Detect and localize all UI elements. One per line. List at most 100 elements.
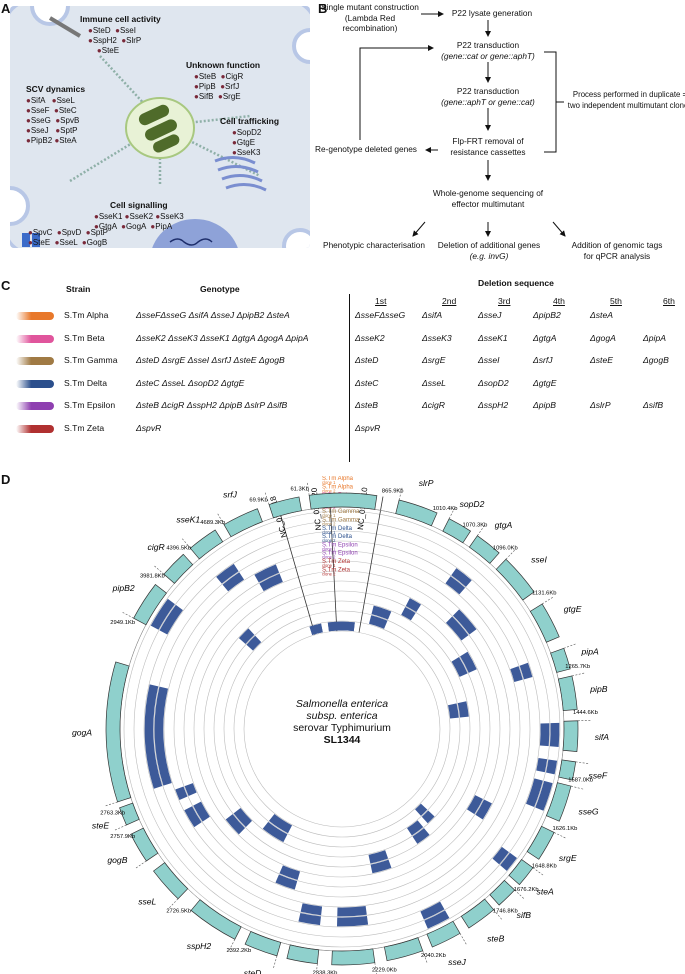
gene-tick <box>505 548 516 560</box>
deletion-block <box>233 807 253 828</box>
track-legend-clone: clone 2 <box>322 522 336 527</box>
track-legend-name: S.Tm Delta <box>322 534 353 540</box>
group-title-unknown: Unknown function <box>186 60 261 70</box>
track-ring <box>243 630 441 828</box>
step-lysate: P22 lysate generation <box>451 8 533 18</box>
gene-position-label: 4689.3Kb <box>200 520 225 526</box>
gene-position-label: 1096.0Kb <box>493 546 518 552</box>
contig-separator <box>329 493 338 632</box>
deletion-block <box>238 628 255 644</box>
gene-segment <box>460 898 495 929</box>
group-immune-items: ●SteD ●SseI ●SspH2 ●SlrP ●SteE <box>88 26 142 55</box>
deletion-block <box>275 874 298 890</box>
gene-segment <box>550 647 571 673</box>
group-unknown-items: ●SteB ●CigR ●PipB ●SrfJ ●SifB ●SrgE <box>194 72 244 101</box>
deletion-step: ΔsseK3 <box>422 332 452 343</box>
gene-tick <box>168 898 179 910</box>
gene-position-label: 2949.1Kb <box>110 620 135 626</box>
gene-label: sspH2 <box>187 941 212 951</box>
deletion-block <box>175 786 188 801</box>
gene-segment <box>189 529 224 560</box>
gene-tick <box>532 867 545 877</box>
group-scv-items: ●SifA ●SseL ●SseF ●SteC ●SseG ●SpvB ●Sse… <box>26 96 80 145</box>
track-legend-name: S.Tm Alpha <box>322 476 354 482</box>
strain-icon <box>16 424 54 433</box>
panel-label-a: A <box>1 1 11 16</box>
deletion-block <box>420 901 445 920</box>
gene-segment <box>105 661 132 803</box>
gene-segment <box>468 535 500 564</box>
gene-label: pipB <box>589 684 607 694</box>
genotype: ΔsteD ΔsrgE ΔsseI ΔsrfJ ΔsteE ΔgogB <box>136 355 285 365</box>
gene-position-label: 1444.6Kb <box>573 710 598 716</box>
track-legend-name: S.Tm Zeta <box>322 567 351 573</box>
genotype: ΔsteB ΔcigR ΔsspH2 ΔpipB ΔslrP ΔsifB <box>136 400 288 410</box>
deletion-block <box>225 814 246 835</box>
group-signalling2-items: ●SpvC ●SpvD ●SptP ●SteE ●SseL ●GogB <box>28 228 108 247</box>
gene-label: gtgE <box>564 604 582 614</box>
track-legend-clone: clone 1 <box>322 563 336 568</box>
deletion-step: ΔspvR <box>355 422 381 433</box>
deletion-block <box>154 686 172 786</box>
panel-label-c: C <box>1 278 11 293</box>
deletion-step: ΔsseK2 <box>355 332 385 343</box>
track-legend-clone: clone 2 <box>322 488 336 493</box>
track-ring <box>163 550 521 908</box>
strain-name: S.Tm Alpha <box>64 310 109 320</box>
gene-segment <box>268 496 302 519</box>
gene-segment <box>190 899 242 940</box>
outcome-phenotypic: Phenotypic characterisation <box>323 240 425 250</box>
track-ring <box>193 580 491 878</box>
gene-label: pipA <box>581 646 599 656</box>
deletion-step: ΔsopD2 <box>478 377 509 388</box>
gene-segment <box>130 827 159 862</box>
track-ring <box>213 600 471 858</box>
strain-icon <box>16 357 54 365</box>
track-legend-clone: clone 1 <box>322 530 336 535</box>
deletion-block <box>254 564 280 583</box>
deletion-step: ΔsteA <box>590 310 613 320</box>
deletion-block <box>222 572 245 592</box>
deletion-step: ΔsteC <box>355 377 379 388</box>
deletion-step: ΔsseFΔsseG <box>355 310 406 320</box>
step-single-mutant: Single mutant construction (Lambda Red r… <box>321 2 419 33</box>
track-legend-name: S.Tm Gamma <box>322 509 360 515</box>
deletion-block <box>539 723 550 747</box>
header-genotype: Genotype <box>200 284 240 294</box>
strain-name: S.Tm Epsilon <box>64 400 116 410</box>
gene-tick <box>459 933 468 946</box>
track-legend-clone: clone 2 <box>322 538 336 543</box>
gene-segment <box>163 553 194 584</box>
gene-tick <box>570 785 585 790</box>
gene-position-label: 1587.0Kb <box>568 778 593 784</box>
deletion-block <box>466 795 483 815</box>
deletion-block <box>445 576 466 595</box>
gene-tick <box>571 672 586 677</box>
gene-tick <box>422 950 428 965</box>
track-legend-clone: clone 2 <box>322 571 336 576</box>
panel-b-flowchart: Single mutant construction (Lambda Red r… <box>315 0 685 270</box>
gene-position-label: 1746.8Kb <box>493 908 518 914</box>
deletion-block <box>421 810 435 824</box>
deletion-block <box>492 846 509 865</box>
genome-center-label: Salmonella enterica subsp. enterica sero… <box>293 698 391 746</box>
deletion-step: ΔsseJ <box>478 310 502 320</box>
deletion-block <box>298 912 321 926</box>
gene-label: sseJ <box>448 957 466 967</box>
seq-col-header-3: 3rd <box>498 296 511 306</box>
gene-position-label: 1626.1Kb <box>552 826 577 832</box>
deletion-block <box>500 852 517 871</box>
track-legend-name: S.Tm Alpha <box>322 484 354 490</box>
deletion-block <box>405 598 421 612</box>
gene-segment <box>489 879 516 906</box>
deletion-step: ΔslrP <box>590 400 611 410</box>
track-ring <box>153 540 531 918</box>
track-ring <box>143 530 541 928</box>
step-regenotype: Re-genotype deleted genes <box>315 144 417 154</box>
deletion-block <box>519 662 533 680</box>
seq-col-header-5: 5th <box>610 296 622 306</box>
step-duplicate-note: Process performed in duplicate = two ind… <box>567 90 685 110</box>
